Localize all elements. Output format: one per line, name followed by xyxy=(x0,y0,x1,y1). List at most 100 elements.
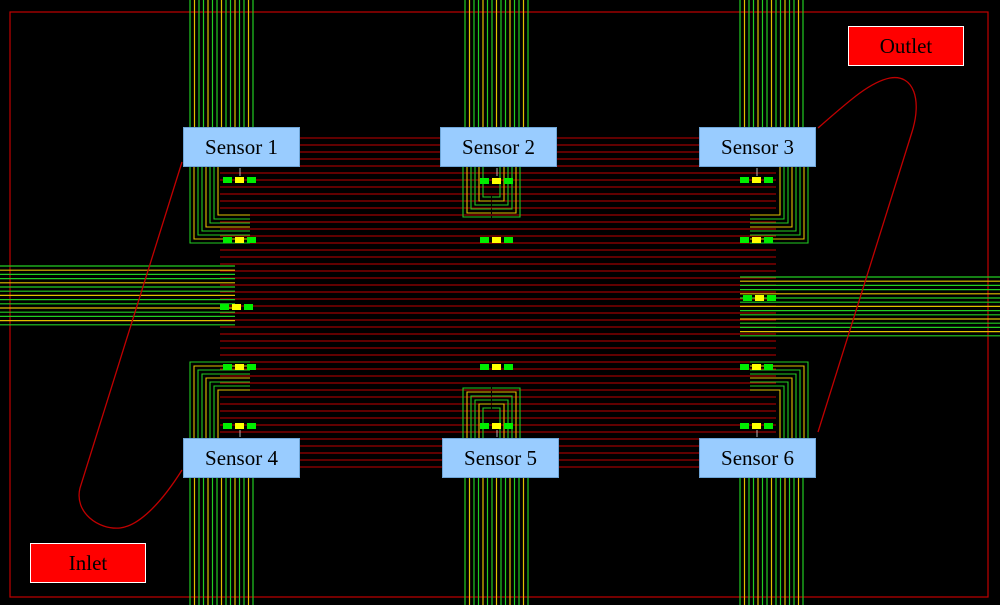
electrode-pad xyxy=(492,364,501,370)
electrode-pad xyxy=(247,364,256,370)
electrode-pad xyxy=(480,364,489,370)
routing-trace xyxy=(478,165,491,202)
routing-trace xyxy=(201,165,250,232)
electrode-pad xyxy=(480,423,489,429)
electrode-pad xyxy=(743,295,752,301)
fluid-channel-loop xyxy=(78,77,917,529)
routing-trace xyxy=(478,403,491,440)
routing-trace xyxy=(492,165,501,198)
routing-trace xyxy=(492,165,521,218)
routing-trace xyxy=(205,377,250,440)
routing-trace xyxy=(750,165,781,216)
electrode-pad xyxy=(752,364,761,370)
routing-trace xyxy=(466,391,491,440)
routing-trace xyxy=(213,385,250,440)
electrode-pad xyxy=(247,237,256,243)
electrode-pad xyxy=(235,177,244,183)
routing-trace xyxy=(492,165,517,214)
electrode-pad xyxy=(235,364,244,370)
sensor-electrodes xyxy=(220,168,776,437)
routing-trace xyxy=(492,403,505,440)
electrode-pad xyxy=(755,295,764,301)
electrode-pad xyxy=(740,423,749,429)
routing-trace xyxy=(197,369,250,440)
electrode-pad xyxy=(504,364,513,370)
electrode-pad xyxy=(223,423,232,429)
electrode-pad xyxy=(220,304,229,310)
routing-trace xyxy=(470,165,491,210)
sensor-3-label: Sensor 3 xyxy=(699,127,816,167)
routing-trace xyxy=(474,165,491,206)
routing-trace xyxy=(750,165,789,224)
electrode-pad xyxy=(504,237,513,243)
routing-trace xyxy=(492,387,521,440)
routing-trace xyxy=(217,165,250,216)
routing-trace xyxy=(201,373,250,440)
routing-trace xyxy=(470,395,491,440)
routing-trace xyxy=(466,165,491,214)
microchannel-array xyxy=(220,137,776,468)
routing-trace xyxy=(750,165,793,228)
electrode-pad xyxy=(480,178,489,184)
routing-trace xyxy=(750,389,781,440)
electrode-pad xyxy=(235,237,244,243)
routing-trace xyxy=(205,165,250,228)
routing-trace xyxy=(474,399,491,440)
electrode-pad xyxy=(492,178,501,184)
electrode-pad xyxy=(235,423,244,429)
electrode-pad xyxy=(764,237,773,243)
electrode-pad xyxy=(223,364,232,370)
routing-trace xyxy=(209,165,250,224)
electrode-pad xyxy=(764,177,773,183)
electrode-pad xyxy=(247,423,256,429)
electrode-pad xyxy=(223,177,232,183)
sensor-5-label: Sensor 5 xyxy=(442,438,559,478)
routing-trace xyxy=(750,385,785,440)
routing-trace xyxy=(750,381,789,440)
routing-trace xyxy=(209,381,250,440)
sensor-2-label: Sensor 2 xyxy=(440,127,557,167)
routing-trace xyxy=(462,165,491,218)
electrode-pad xyxy=(752,423,761,429)
electrode-pad xyxy=(504,423,513,429)
routing-trace xyxy=(482,165,491,198)
routing-trace xyxy=(492,165,505,202)
routing-trace xyxy=(750,361,809,440)
routing-trace xyxy=(492,391,517,440)
sensor-1-label: Sensor 1 xyxy=(183,127,300,167)
electrode-pad xyxy=(232,304,241,310)
electrode-pad xyxy=(480,237,489,243)
inlet-label: Inlet xyxy=(30,543,146,583)
chip-outline xyxy=(9,11,989,598)
electrode-pad xyxy=(492,423,501,429)
routing-trace xyxy=(750,165,801,236)
electrode-pad xyxy=(764,423,773,429)
routing-trace xyxy=(482,407,491,440)
routing-trace xyxy=(750,373,797,440)
electrode-pad xyxy=(764,364,773,370)
electrode-pad xyxy=(752,237,761,243)
routing-trace xyxy=(462,387,491,440)
electrode-pad xyxy=(247,177,256,183)
routing-trace xyxy=(750,377,793,440)
electrode-pad xyxy=(767,295,776,301)
electrode-pad xyxy=(740,364,749,370)
outlet-label: Outlet xyxy=(848,26,964,66)
routing-trace xyxy=(217,389,250,440)
routing-trace xyxy=(750,165,785,220)
routing-trace xyxy=(189,361,250,440)
routing-trace xyxy=(197,165,250,236)
electrode-pad xyxy=(740,177,749,183)
electrode-pad xyxy=(752,177,761,183)
electrode-pad xyxy=(492,237,501,243)
routing-trace xyxy=(492,407,501,440)
routing-trace xyxy=(213,165,250,220)
electrode-pad xyxy=(223,237,232,243)
electrode-pad xyxy=(504,178,513,184)
electrode-pad xyxy=(244,304,253,310)
routing-trace xyxy=(750,165,797,232)
sensor-4-label: Sensor 4 xyxy=(183,438,300,478)
